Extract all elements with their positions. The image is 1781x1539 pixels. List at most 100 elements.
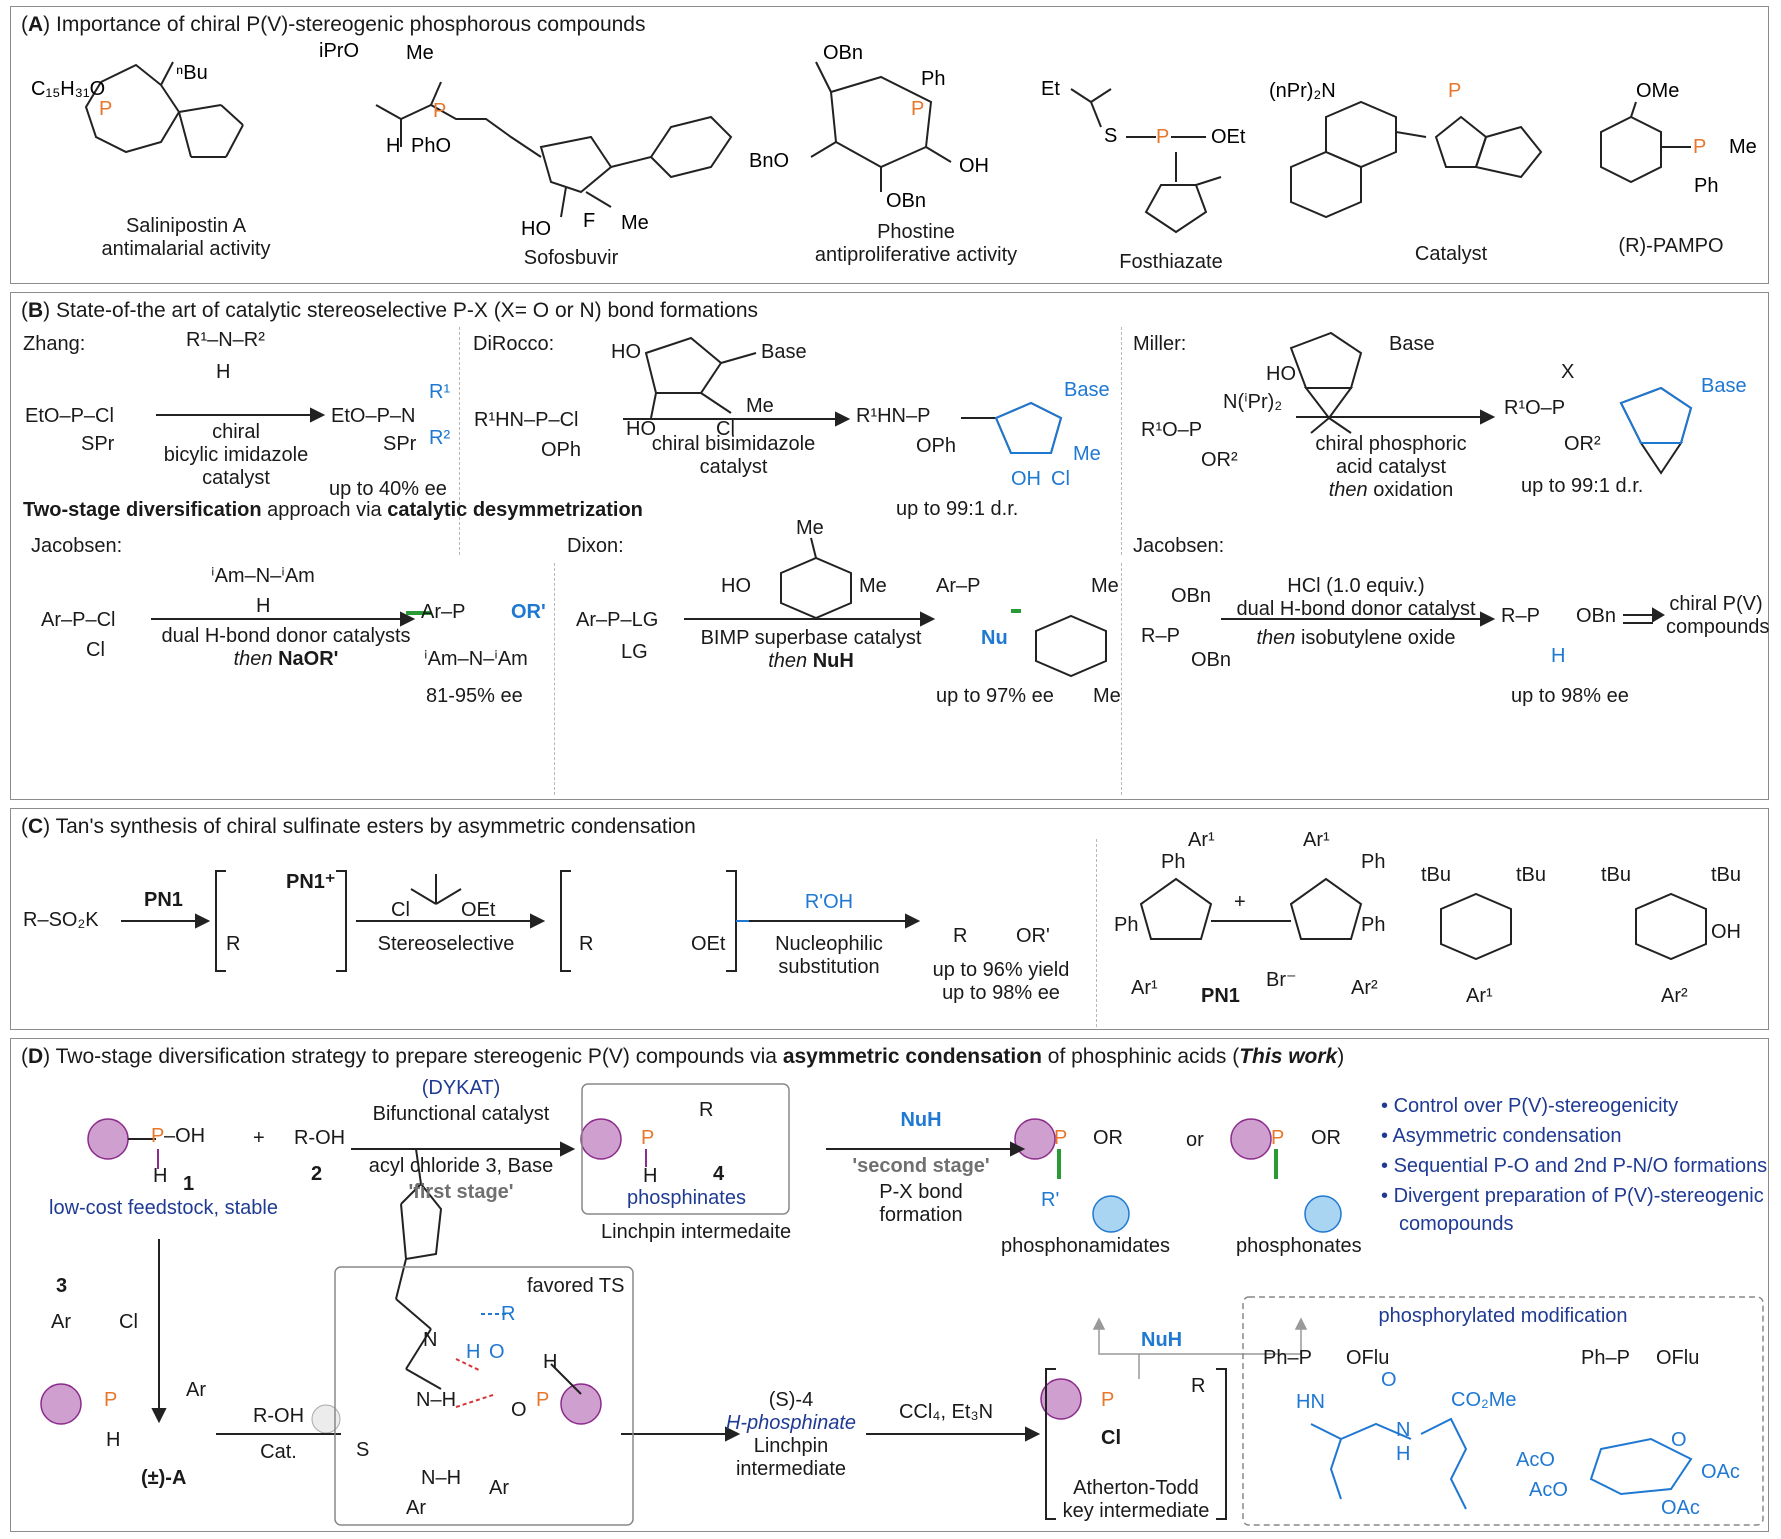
diagram-label: ⁱAm–N–ⁱAm xyxy=(211,565,315,587)
diagram-label: PhO xyxy=(411,135,451,157)
diagram-label: PN1⁺ xyxy=(286,871,336,893)
diagram-label: Me xyxy=(1073,443,1101,465)
bullet-1: • Control over P(V)-stereogenicity xyxy=(1381,1095,1679,1117)
roh-reagent: R-OH xyxy=(252,1405,305,1427)
diagram-label: R xyxy=(579,933,594,955)
diagram-label: H xyxy=(643,1165,658,1187)
chiral-pv-label: chiral P(V)compounds xyxy=(1666,593,1770,638)
diagram-label: NuH xyxy=(900,1109,942,1131)
diagram-label: R xyxy=(1191,1375,1206,1397)
diagram-label: EtO–P–N xyxy=(331,405,416,427)
phosphinates-label: phosphinates xyxy=(627,1187,746,1209)
diagram-label: 3 xyxy=(56,1275,68,1297)
diagram-label: ⁱAm–N–ⁱAm xyxy=(424,648,528,670)
diagram-label: Ar xyxy=(489,1477,509,1499)
favored-ts-label: favored TS xyxy=(527,1275,625,1297)
diagram-label: HO xyxy=(626,418,656,440)
diagram-label: N(ⁱPr)₂ xyxy=(1223,391,1283,413)
jacobsen-2-conditions: HCl (1.0 equiv.)dual H-bond donor cataly… xyxy=(1236,575,1476,649)
diagram-label: R xyxy=(501,1303,516,1325)
diagram-label: tBu xyxy=(1711,864,1742,886)
bullet-4: • Divergent preparation of P(V)-stereoge… xyxy=(1381,1185,1764,1207)
diagram-label: –OH xyxy=(164,1125,206,1147)
diagram-label: acyl chloride 3, Base xyxy=(368,1155,554,1177)
diagram-label: N xyxy=(423,1329,438,1351)
panel-d-title: (D) Two-stage diversification strategy t… xyxy=(21,1045,1345,1068)
diagram-label: OH xyxy=(1711,921,1741,943)
diagram-label: R–P xyxy=(1141,625,1180,647)
diagram-label: ⁿBu xyxy=(176,62,208,84)
diagram-label: Base xyxy=(761,341,807,363)
diagram-label: P xyxy=(911,98,924,120)
diagram-label: Ar xyxy=(186,1379,206,1401)
diagram-label: P xyxy=(1448,80,1461,102)
panel-b: (B) State-of-the art of catalytic stereo… xyxy=(10,292,1769,800)
diagram-label: Me xyxy=(796,517,824,539)
diagram-label: OFlu xyxy=(1346,1347,1390,1369)
diagram-label: tBu xyxy=(1601,864,1632,886)
atom-c15: C₁₅H₃₁O xyxy=(31,78,105,100)
diagram-label: Ph–P xyxy=(1263,1347,1312,1369)
diagram-label: HN xyxy=(1296,1391,1325,1413)
author-jacobsen-2: Jacobsen: xyxy=(1133,535,1225,557)
dirocco-result: up to 99:1 d.r. xyxy=(896,498,1019,520)
compound-fosthiazate: Fosthiazate xyxy=(1119,251,1223,273)
panel-b-title: (B) State-of-the art of catalytic stereo… xyxy=(21,299,759,322)
jacobsen-2-result: up to 98% ee xyxy=(1511,685,1629,707)
diagram-label: CO₂Me xyxy=(1451,1389,1517,1411)
diagram-label: OR² xyxy=(1201,449,1238,471)
diagram-label: Ar–P–LG xyxy=(576,609,659,631)
diagram-label: Me xyxy=(859,575,887,597)
diagram-label: (nPr)₂N xyxy=(1269,80,1336,102)
diagram-label: SPr xyxy=(383,433,417,455)
panel-d-graphics xyxy=(40,1083,1764,1526)
diagram-label: Ph xyxy=(1161,851,1186,873)
author-dixon: Dixon: xyxy=(567,535,624,557)
diagram-label: R xyxy=(953,925,968,947)
diagram-label: Cl xyxy=(716,418,735,440)
panel-c-nucleophile: R'OH xyxy=(804,891,854,913)
cat-label: Cat. xyxy=(260,1441,297,1463)
diagram-label: P xyxy=(641,1127,655,1149)
diagram-label: OR' xyxy=(1016,925,1050,947)
diagram-label: Me xyxy=(1729,136,1757,158)
diagram-label: or xyxy=(1186,1129,1204,1151)
diagram-label: F xyxy=(583,210,595,232)
diagram-label: 2 xyxy=(311,1163,323,1185)
panel-c-catalyst: PN1 xyxy=(144,889,183,911)
diagram-label: P xyxy=(1101,1389,1115,1411)
diagram-label: Ar¹ xyxy=(1303,829,1330,851)
bullet-4-cont: comopounds xyxy=(1399,1213,1514,1235)
miller-result: up to 99:1 d.r. xyxy=(1521,475,1644,497)
diagram-label: OAc xyxy=(1661,1497,1700,1519)
compound-pampo: (R)-PAMPO xyxy=(1618,235,1724,257)
second-stage-label: 'second stage' xyxy=(852,1155,990,1177)
diagram-label: OBn xyxy=(1191,649,1232,671)
diagram-label: OEt xyxy=(1211,126,1246,148)
bullet-2: • Asymmetric condensation xyxy=(1381,1125,1622,1147)
zhang-sm: EtO–P–Cl xyxy=(25,405,114,427)
phosphonamidates-label: phosphonamidates xyxy=(1001,1235,1171,1257)
bifunctional-catalyst: Bifunctional catalyst xyxy=(372,1103,550,1125)
diagram-label: R–P xyxy=(1501,605,1540,627)
diagram-label: Ar² xyxy=(1351,977,1378,999)
compound-catalyst: Catalyst xyxy=(1414,243,1488,265)
diagram-label: O xyxy=(1381,1369,1397,1391)
diagram-label: OBn xyxy=(823,42,863,64)
diagram-label: Ar–P xyxy=(421,601,466,623)
phosphonates-label: phosphonates xyxy=(1236,1235,1362,1257)
diagram-label: P xyxy=(536,1389,550,1411)
diagram-label: H xyxy=(106,1429,121,1451)
diagram-label: P xyxy=(104,1389,118,1411)
diagram-label: P xyxy=(1054,1127,1068,1149)
diagram-label: S xyxy=(1104,125,1117,147)
diagram-label: Ar xyxy=(51,1311,71,1333)
diagram-label: H xyxy=(386,135,400,157)
diagram-label: R¹O–P xyxy=(1141,419,1203,441)
dixon-result: up to 97% ee xyxy=(936,685,1054,707)
